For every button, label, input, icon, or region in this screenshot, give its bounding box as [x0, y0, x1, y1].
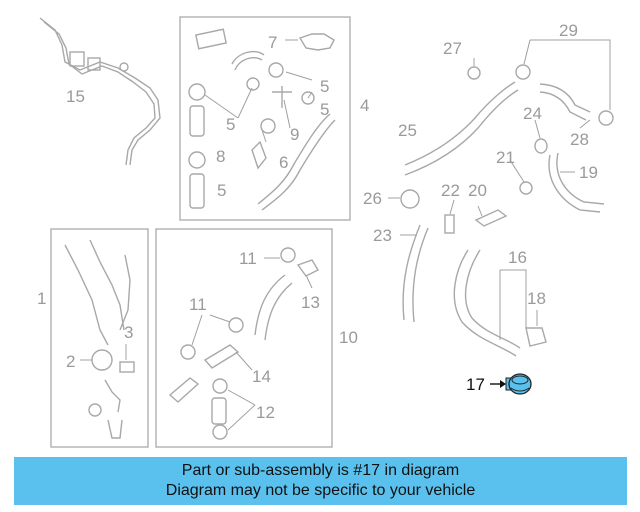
label-21: 21	[496, 148, 515, 167]
label-2: 2	[66, 352, 75, 371]
label-27: 27	[443, 39, 462, 58]
label-12: 12	[256, 403, 275, 422]
label-29: 29	[559, 21, 578, 40]
label-15: 15	[66, 87, 85, 106]
pipe-assembly-15	[39, 17, 161, 166]
label-6: 6	[279, 153, 288, 172]
group-4-parts	[188, 28, 336, 211]
label-25: 25	[398, 121, 417, 140]
label-5d: 5	[217, 181, 226, 200]
right-side-parts	[388, 39, 614, 357]
label-23: 23	[373, 226, 392, 245]
group-box-4	[179, 16, 351, 221]
label-11a: 11	[239, 249, 257, 268]
label-5c: 5	[320, 100, 329, 119]
group-box-10	[155, 228, 333, 448]
banner-line-1: Part or sub-assembly is #17 in diagram	[181, 462, 460, 479]
label-28: 28	[570, 130, 589, 149]
label-4: 4	[360, 96, 369, 115]
label-5a: 5	[320, 77, 329, 96]
group-box-1	[50, 228, 149, 448]
group-1-parts	[64, 239, 135, 439]
label-9: 9	[290, 125, 299, 144]
parts-diagram: 1 2 3 4 5 5 5 5 6 7 8 9 10 11 11 12 13 1…	[37, 16, 614, 448]
label-17[interactable]: 17	[466, 375, 485, 394]
label-18: 18	[527, 289, 546, 308]
label-7: 7	[268, 33, 277, 52]
label-10: 10	[339, 328, 358, 347]
label-5b: 5	[226, 115, 235, 134]
label-20: 20	[468, 181, 487, 200]
label-26: 26	[363, 189, 382, 208]
label-16: 16	[508, 248, 527, 267]
label-11b: 11	[189, 295, 207, 314]
banner-line-2: Diagram may not be specific to your vehi…	[165, 482, 476, 499]
label-8: 8	[216, 147, 225, 166]
label-24: 24	[523, 104, 542, 123]
group-10-parts	[168, 247, 319, 440]
label-22: 22	[441, 181, 460, 200]
label-14: 14	[252, 367, 271, 386]
label-13: 13	[301, 293, 320, 312]
info-banner: Part or sub-assembly is #17 in diagram D…	[14, 457, 627, 505]
part-17-clamp[interactable]	[490, 373, 532, 395]
label-19: 19	[579, 163, 598, 182]
label-1: 1	[37, 289, 46, 308]
label-3: 3	[124, 323, 133, 342]
